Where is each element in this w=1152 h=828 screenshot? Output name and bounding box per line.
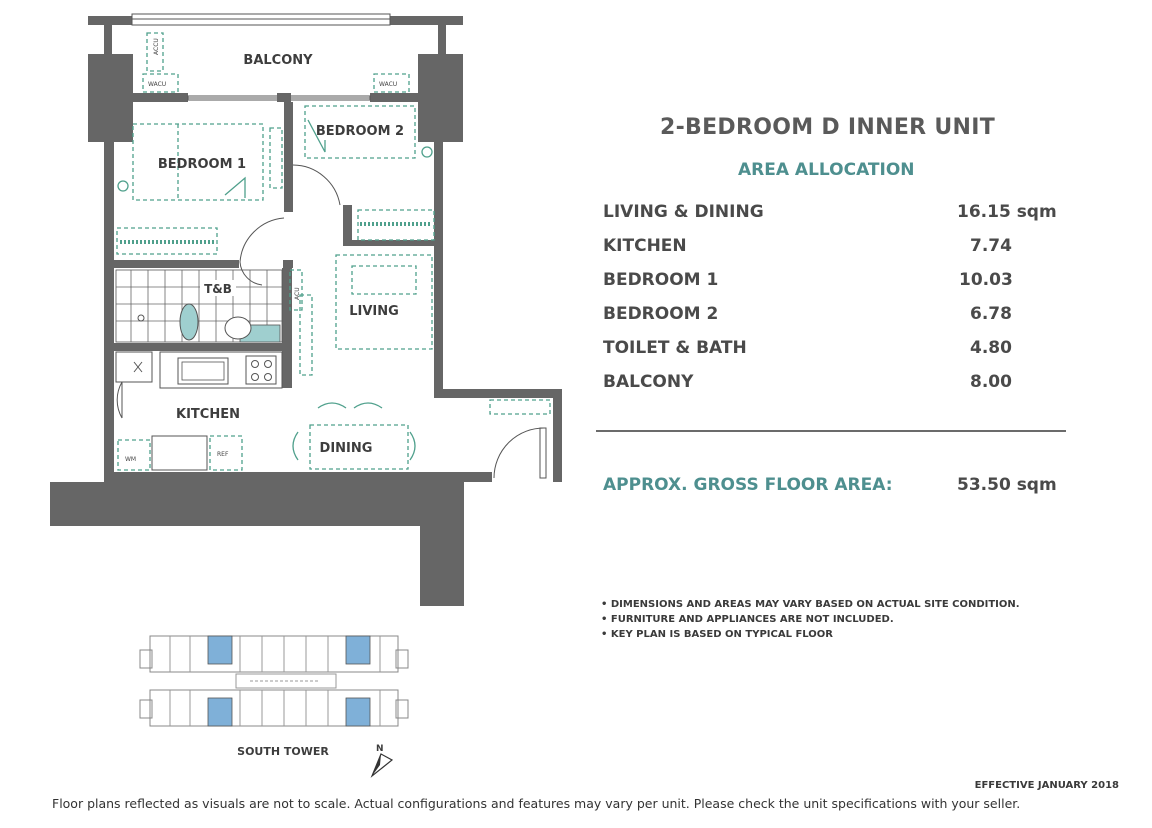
wall-right [434,142,443,390]
wardrobe-1 [116,227,218,255]
area-row: KITCHEN 7.74 [603,236,1063,260]
cooktop [245,355,277,385]
column-right [418,54,463,142]
svg-text:WACU: WACU [379,81,397,88]
area-row: BEDROOM 1 10.03 [603,270,1063,294]
area-name: BALCONY [603,372,694,392]
effective-date: EFFECTIVE JANUARY 2018 [974,780,1119,791]
svg-text:WM: WM [125,456,136,463]
area-value: 4.80 [970,338,1012,358]
kitchen-sink [177,357,229,385]
area-value: 16.15 sqm [957,202,1057,222]
toilet [179,303,199,341]
svg-text:REF: REF [217,451,229,458]
note-item: • FURNITURE AND APPLIANCES ARE NOT INCLU… [601,614,894,625]
area-value: 8.00 [970,372,1012,392]
area-value: 6.78 [970,304,1012,324]
area-value: 7.74 [970,236,1012,256]
label-kitchen: KITCHEN [176,407,240,422]
label-tb: T&B [204,282,232,296]
area-name: BEDROOM 2 [603,304,719,324]
label-dining: DINING [320,441,373,456]
bed-2 [304,105,416,159]
area-value: 10.03 [959,270,1013,290]
north-arrow-icon: N [370,744,394,778]
key-unit-highlight [207,635,233,665]
dining-table [309,424,409,470]
living-sofa-area [335,254,433,350]
area-name: KITCHEN [603,236,687,256]
unit-title: 2-BEDROOM D INNER UNIT [660,115,996,140]
area-allocation-heading: AREA ALLOCATION [738,160,915,180]
label-bedroom-2: BEDROOM 2 [316,124,404,139]
area-row: BALCONY 8.00 [603,372,1063,396]
notes: • DIMENSIONS AND AREAS MAY VARY BASED ON… [601,597,1020,642]
divider [596,430,1066,432]
gross-floor-area-label: APPROX. GROSS FLOOR AREA: [603,475,893,495]
wardrobe-2 [357,209,435,241]
svg-text:N: N [376,744,384,754]
area-row: BEDROOM 2 6.78 [603,304,1063,328]
column-left [88,54,133,142]
kitchen-counter [159,351,283,389]
note-item: • DIMENSIONS AND AREAS MAY VARY BASED ON… [601,599,1020,610]
area-name: LIVING & DINING [603,202,764,222]
refrigerator [209,435,243,471]
label-bedroom-1: BEDROOM 1 [158,157,246,172]
accu-unit [146,32,164,72]
sink [224,316,252,340]
note-item: • KEY PLAN IS BASED ON TYPICAL FLOOR [601,629,833,640]
disclaimer: Floor plans reflected as visuals are not… [52,796,1021,811]
slab [50,482,464,526]
label-balcony: BALCONY [243,53,313,68]
label-living: LIVING [349,304,399,319]
wall-left [104,142,114,482]
svg-text:ACU: ACU [294,287,301,300]
svg-text:ACCU: ACCU [153,38,160,55]
key-plan [139,628,409,732]
area-name: TOILET & BATH [603,338,747,358]
gross-floor-area-value: 53.50 sqm [957,475,1057,495]
svg-text:WACU: WACU [148,81,166,88]
area-name: BEDROOM 1 [603,270,719,290]
washing-machine [117,439,151,471]
area-row: LIVING & DINING 16.15 sqm [603,202,1063,226]
key-plan-label: SOUTH TOWER [237,745,329,758]
bed-1 [132,123,264,201]
area-row: TOILET & BATH 4.80 [603,338,1063,362]
